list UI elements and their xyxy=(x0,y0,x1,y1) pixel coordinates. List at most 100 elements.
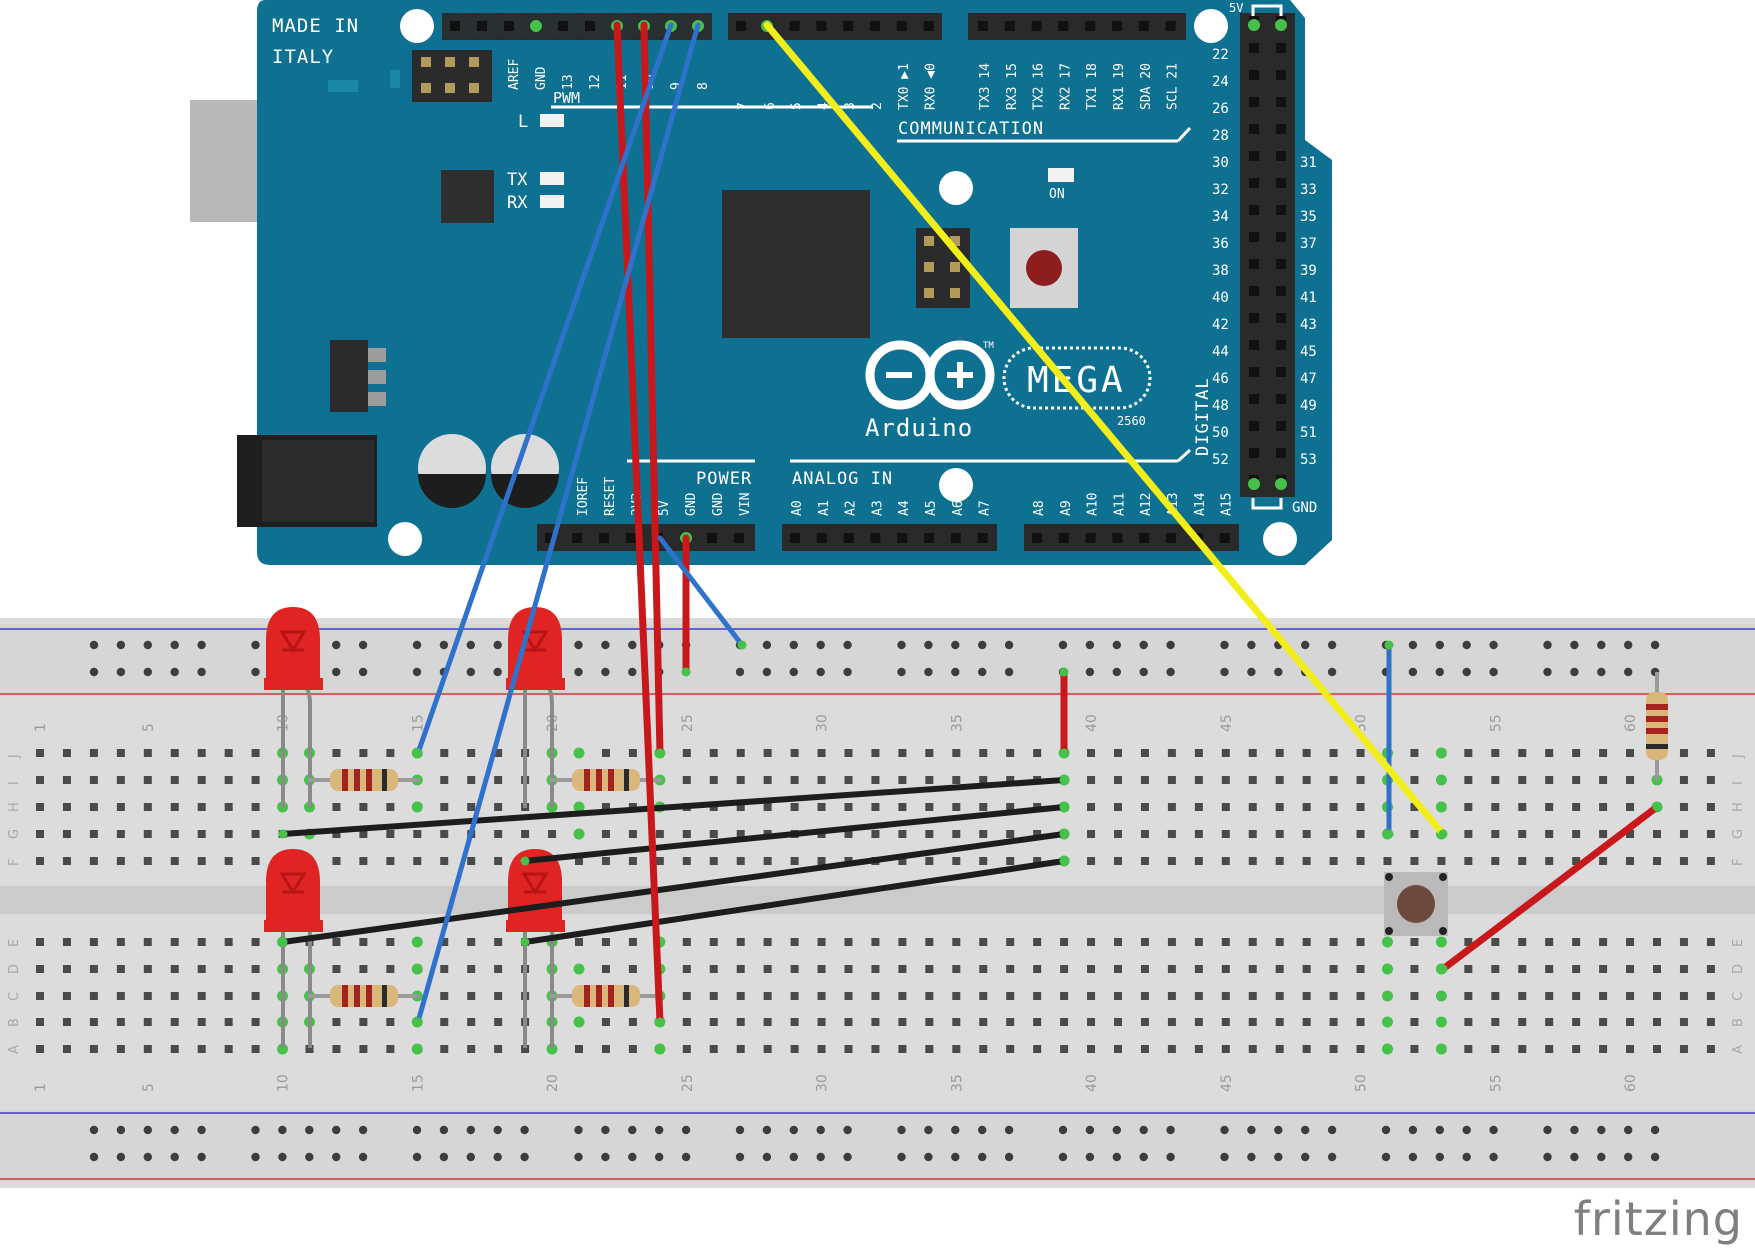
breadboard-hole xyxy=(871,830,880,838)
rail-hole xyxy=(493,667,502,677)
header-pin xyxy=(1276,232,1286,242)
breadboard-hole xyxy=(386,830,395,838)
rail-hole xyxy=(655,1125,664,1135)
pin-label: A15 xyxy=(1220,493,1235,516)
breadboard-hole xyxy=(89,992,98,1000)
used-pin xyxy=(1275,19,1287,31)
connected-hole xyxy=(573,801,585,813)
row-letter: G xyxy=(1731,829,1746,839)
pin-5v-label: 5V xyxy=(1229,1,1243,15)
breadboard-hole xyxy=(1087,965,1096,973)
mount-hole xyxy=(1194,9,1228,43)
breadboard-hole xyxy=(89,776,98,784)
rail-hole xyxy=(1543,667,1552,677)
pin-label: 6 xyxy=(763,102,778,110)
breadboard-hole xyxy=(1275,1018,1284,1026)
breadboard-hole xyxy=(170,776,179,784)
breadboard-hole xyxy=(332,830,341,838)
breadboard-hole xyxy=(1329,857,1338,865)
rail-hole xyxy=(493,1125,502,1135)
breadboard-hole xyxy=(844,992,853,1000)
rail-hole xyxy=(628,1152,637,1162)
wire-red xyxy=(640,21,664,757)
rail-hole xyxy=(951,1152,960,1162)
breadboard-hole xyxy=(1464,1045,1473,1053)
breadboard-hole xyxy=(1706,1045,1715,1053)
breadboard-hole xyxy=(1599,965,1608,973)
breadboard-hole xyxy=(251,803,260,811)
pin-label: A4 xyxy=(897,500,912,516)
breadboard-hole xyxy=(62,857,71,865)
breadboard-hole xyxy=(709,857,718,865)
breadboard-hole xyxy=(1706,938,1715,946)
breadboard-hole xyxy=(116,830,125,838)
breadboard-hole xyxy=(979,857,988,865)
resistor xyxy=(550,769,662,791)
breadboard-hole xyxy=(1114,992,1122,1000)
pin-label: TX2 16 xyxy=(1032,63,1047,110)
breadboard-hole xyxy=(1329,992,1338,1000)
wire-end xyxy=(1059,856,1069,866)
breadboard-hole xyxy=(89,938,98,946)
breadboard-top-rail xyxy=(0,624,1755,696)
rail-hole xyxy=(89,667,99,677)
breadboard-hole xyxy=(1410,992,1419,1000)
atmega-chip xyxy=(722,190,870,338)
rail-hole xyxy=(197,640,206,650)
breadboard-hole xyxy=(494,830,503,838)
breadboard-hole xyxy=(170,803,179,811)
breadboard-hole xyxy=(224,749,233,757)
pin-label: 24 xyxy=(1212,74,1229,90)
rail-hole xyxy=(1435,1125,1445,1135)
breadboard-hole xyxy=(170,938,179,946)
rail-hole xyxy=(1004,640,1014,650)
breadboard-hole xyxy=(1329,1045,1338,1053)
breadboard-hole xyxy=(386,749,395,757)
pin-label: 46 xyxy=(1212,371,1229,387)
breadboard-hole xyxy=(817,965,826,973)
rail-hole xyxy=(332,667,341,677)
breadboard-hole xyxy=(1410,1018,1419,1026)
breadboard-hole xyxy=(1275,965,1284,973)
breadboard-hole xyxy=(521,830,530,838)
rail-hole xyxy=(1408,640,1418,650)
header-power xyxy=(537,524,755,551)
header-pin xyxy=(843,533,854,543)
breadboard-hole xyxy=(1140,1018,1149,1026)
header-pin xyxy=(1139,533,1150,543)
breadboard-hole xyxy=(790,803,799,811)
connected-hole xyxy=(411,936,423,948)
rail-hole xyxy=(116,667,126,677)
rail-hole xyxy=(466,1152,475,1162)
breadboard-hole xyxy=(197,992,206,1000)
breadboard-hole xyxy=(62,965,71,973)
breadboard-hole xyxy=(1221,1018,1230,1026)
mount-hole xyxy=(1263,522,1297,556)
breadboard-hole xyxy=(1087,749,1096,757)
breadboard-hole xyxy=(1518,749,1527,757)
rail-hole xyxy=(520,1152,529,1162)
breadboard-hole xyxy=(467,992,476,1000)
wire-end xyxy=(1059,802,1069,812)
breadboard-hole xyxy=(224,938,233,946)
rail-hole xyxy=(1327,1152,1337,1162)
pin-gnd-label: GND xyxy=(1292,500,1317,516)
breadboard-hole xyxy=(197,830,206,838)
connected-hole xyxy=(573,747,585,759)
header-pin xyxy=(1276,421,1286,431)
breadboard-hole xyxy=(332,803,341,811)
breadboard-hole xyxy=(844,803,853,811)
breadboard-hole xyxy=(1572,749,1581,757)
breadboard-hole xyxy=(89,1045,98,1053)
pin-label: 8 xyxy=(696,82,711,90)
pin-label: 51 xyxy=(1300,425,1317,441)
wire-end xyxy=(278,937,288,947)
rail-hole xyxy=(1247,640,1256,650)
pin-label: 49 xyxy=(1300,398,1317,414)
on-label: ON xyxy=(1049,187,1065,202)
rail-hole xyxy=(197,1152,206,1162)
breadboard-hole xyxy=(709,1018,718,1026)
breadboard-hole xyxy=(1060,992,1069,1000)
rail-hole xyxy=(251,1152,260,1162)
